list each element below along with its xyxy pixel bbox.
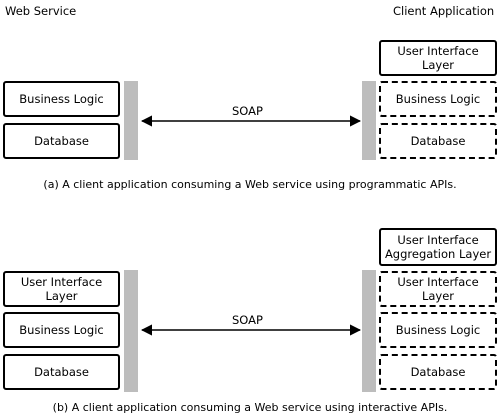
- web-service-heading: Web Service: [5, 4, 77, 18]
- client-database-b: Database: [379, 354, 497, 390]
- client-interface-bar-a: [362, 81, 376, 160]
- caption-a: (a) A client application consuming a Web…: [43, 178, 457, 191]
- web-service-database-b: Database: [3, 354, 120, 390]
- web-service-interface-bar-a: [124, 81, 138, 160]
- web-service-interface-bar-b: [124, 270, 138, 392]
- client-interface-bar-b: [362, 270, 376, 392]
- client-ui-aggregation-layer-b: User Interface Aggregation Layer: [379, 228, 497, 266]
- web-service-business-logic-a: Business Logic: [3, 81, 120, 117]
- web-service-database-a: Database: [3, 123, 120, 159]
- client-business-logic-b: Business Logic: [379, 312, 497, 348]
- soap-label-a: SOAP: [232, 104, 263, 118]
- web-service-business-logic-b: Business Logic: [3, 312, 120, 348]
- client-application-heading: Client Application: [393, 4, 495, 18]
- web-service-ui-layer-b: User Interface Layer: [3, 271, 120, 307]
- client-business-logic-a: Business Logic: [379, 81, 497, 117]
- client-database-a: Database: [379, 123, 497, 159]
- soap-label-b: SOAP: [232, 313, 263, 327]
- client-ui-layer-a: User Interface Layer: [379, 40, 497, 76]
- caption-b: (b) A client application consuming a Web…: [52, 401, 448, 414]
- client-ui-layer-b: User Interface Layer: [379, 271, 497, 307]
